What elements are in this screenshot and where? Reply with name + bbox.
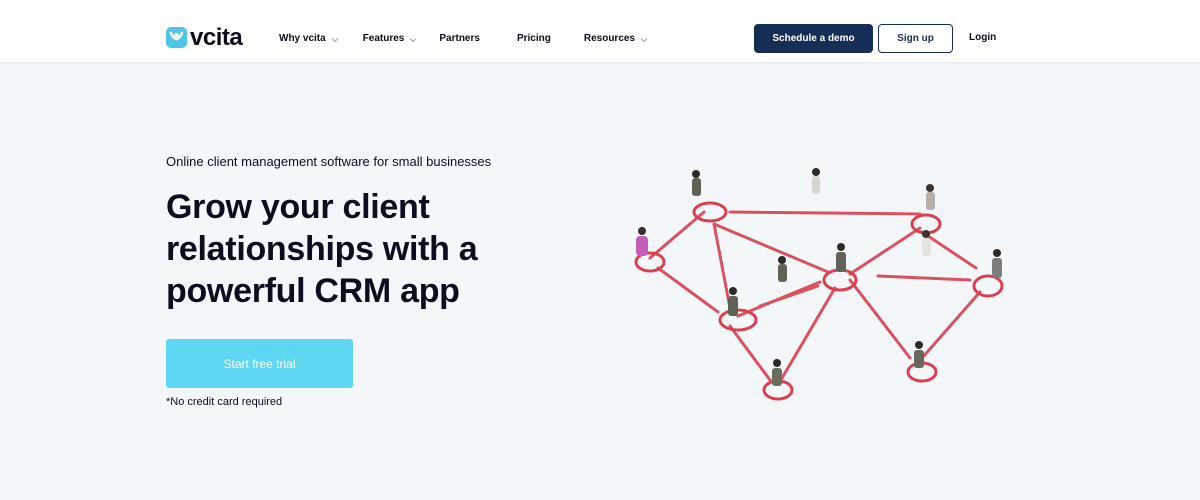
network-of-people-illustration xyxy=(634,168,1004,401)
headline-line: Grow your client xyxy=(166,188,430,226)
network-lines xyxy=(648,210,982,382)
headline-line: powerful CRM app xyxy=(166,272,460,310)
nav-item-label: Partners xyxy=(439,33,480,44)
nav-item-label: Pricing xyxy=(516,33,551,44)
nav-item-features[interactable]: Features xyxy=(363,7,418,70)
nav-item-partners[interactable]: Partners xyxy=(439,7,480,70)
nav-item-why-vcita[interactable]: Why vcita xyxy=(279,7,339,70)
site-header: vcita Why vcita Features Partners Pricin… xyxy=(0,0,1200,63)
logo-wordmark: vcita xyxy=(190,24,243,51)
vcita-logo[interactable]: vcita xyxy=(166,24,243,51)
no-credit-card-note: *No credit card required xyxy=(166,396,283,408)
sign-up-button[interactable]: Sign up xyxy=(878,24,953,53)
nav-item-pricing[interactable]: Pricing xyxy=(517,7,551,70)
nav-item-resources[interactable]: Resources xyxy=(584,7,648,70)
hero-eyebrow: Online client management software for sm… xyxy=(166,154,492,169)
nav-item-label: Resources xyxy=(583,33,635,44)
schedule-demo-button[interactable]: Schedule a demo xyxy=(754,24,873,53)
login-link[interactable]: Login xyxy=(969,32,997,43)
person-rings xyxy=(634,201,1004,401)
nav-item-label: Features xyxy=(362,33,405,44)
miniature-people xyxy=(636,168,1002,386)
headline-line: relationships with a xyxy=(166,230,478,268)
start-free-trial-button[interactable]: Start free trial xyxy=(166,339,353,388)
main-nav: Why vcita Features Partners Pricing Reso… xyxy=(279,0,648,63)
nav-item-label: Why vcita xyxy=(279,33,326,44)
chevron-down-icon xyxy=(331,37,339,42)
vcita-logo-icon xyxy=(166,27,187,48)
hero-headline: Grow your client relationships with a po… xyxy=(166,186,586,312)
chevron-down-icon xyxy=(410,37,417,42)
chevron-down-icon xyxy=(640,37,648,42)
